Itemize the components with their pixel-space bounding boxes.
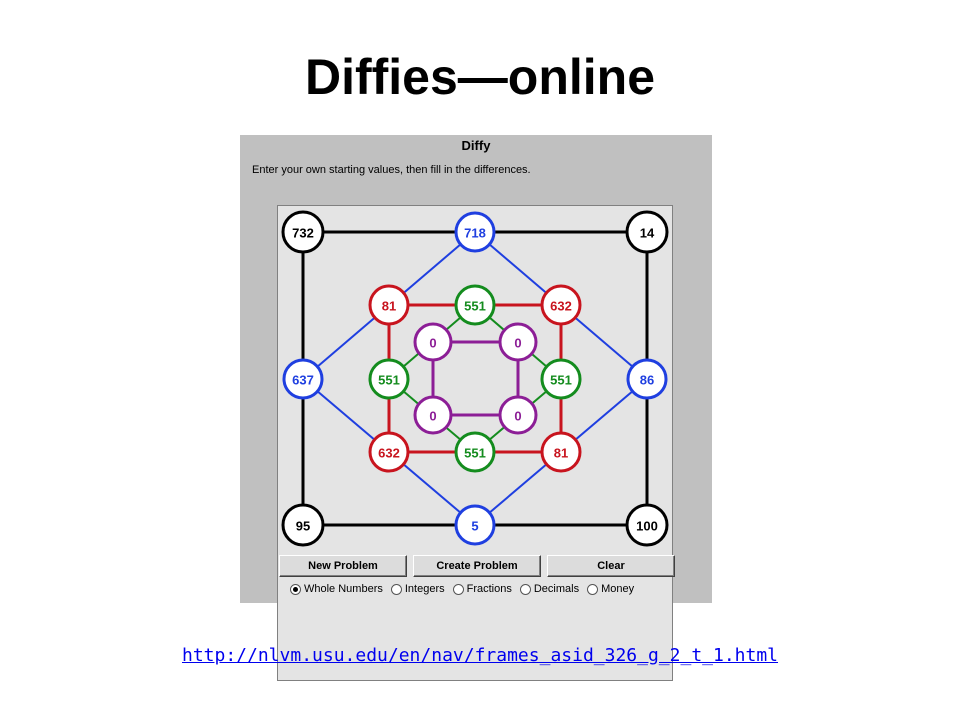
svg-text:0: 0: [514, 409, 521, 424]
svg-text:0: 0: [429, 336, 436, 351]
radio-integers[interactable]: Integers: [390, 583, 445, 595]
radio-fractions[interactable]: Fractions: [452, 583, 512, 595]
svg-text:551: 551: [550, 373, 572, 388]
applet-title: Diffy: [461, 138, 491, 153]
radio-label: Decimals: [533, 583, 580, 595]
radio-label: Whole Numbers: [304, 583, 383, 595]
node-l2-left[interactable]: 637: [282, 358, 324, 400]
node-l3-bottom-left[interactable]: 632: [368, 431, 410, 473]
diffy-applet: Diffy Enter your own starting values, th…: [240, 135, 712, 681]
radio-unselected-icon: [587, 583, 599, 595]
radio-label: Integers: [404, 583, 445, 595]
svg-text:100: 100: [636, 519, 658, 534]
node-l4-left[interactable]: 551: [368, 358, 410, 400]
radio-unselected-icon: [519, 583, 531, 595]
node-l2-right[interactable]: 86: [626, 358, 668, 400]
level4-edges: [388, 304, 562, 453]
svg-text:81: 81: [554, 446, 568, 461]
svg-text:732: 732: [292, 226, 314, 241]
node-l1-top-right[interactable]: 14: [625, 210, 669, 254]
svg-text:14: 14: [640, 226, 655, 241]
node-l3-bottom-right[interactable]: 81: [540, 431, 582, 473]
slide-title: Diffies—online: [304, 49, 656, 105]
radio-decimals[interactable]: Decimals: [519, 583, 580, 595]
node-l1-bottom-left[interactable]: 95: [281, 503, 325, 547]
svg-text:0: 0: [514, 336, 521, 351]
node-l3-top-left[interactable]: 81: [368, 284, 410, 326]
svg-text:95: 95: [296, 519, 310, 534]
svg-text:5: 5: [471, 519, 478, 534]
applet-instructions: Enter your own starting values, then fil…: [252, 164, 531, 176]
node-l5-bottom-left[interactable]: 0: [413, 395, 453, 435]
level3-edges: [387, 303, 563, 454]
new-problem-button[interactable]: New Problem: [279, 555, 407, 577]
radio-unselected-icon: [452, 583, 464, 595]
level2-edges: [302, 231, 648, 526]
node-l3-top-right[interactable]: 632: [540, 284, 582, 326]
svg-text:86: 86: [640, 373, 654, 388]
diffy-board-graphic: 732 14 100 95 718 86 5 637: [281, 210, 669, 547]
radio-whole-numbers[interactable]: Whole Numbers: [290, 583, 383, 595]
source-link[interactable]: http://nlvm.usu.edu/en/nav/frames_asid_3…: [181, 645, 779, 666]
node-l2-top[interactable]: 718: [454, 211, 496, 253]
node-l2-bottom[interactable]: 5: [454, 504, 496, 546]
svg-text:632: 632: [550, 299, 572, 314]
node-l1-top-left[interactable]: 732: [281, 210, 325, 254]
node-l4-bottom[interactable]: 551: [454, 431, 496, 473]
node-l4-top[interactable]: 551: [454, 284, 496, 326]
svg-text:0: 0: [429, 409, 436, 424]
node-l1-bottom-right[interactable]: 100: [625, 503, 669, 547]
svg-text:637: 637: [292, 373, 314, 388]
svg-text:551: 551: [378, 373, 400, 388]
svg-text:632: 632: [378, 446, 400, 461]
clear-button[interactable]: Clear: [547, 555, 675, 577]
node-l5-top-right[interactable]: 0: [498, 322, 538, 362]
level1-edges: [301, 230, 649, 527]
radio-label: Fractions: [466, 583, 512, 595]
radio-label: Money: [601, 583, 635, 595]
node-l5-bottom-right[interactable]: 0: [498, 395, 538, 435]
create-problem-button[interactable]: Create Problem: [413, 555, 541, 577]
radio-money[interactable]: Money: [587, 583, 634, 595]
radio-unselected-icon: [390, 583, 402, 595]
node-l5-top-left[interactable]: 0: [413, 322, 453, 362]
svg-text:81: 81: [382, 299, 396, 314]
svg-text:551: 551: [464, 299, 486, 314]
number-type-radio-group: Whole Numbers Integers Fractions Decimal…: [290, 583, 634, 595]
radio-selected-icon: [290, 583, 301, 595]
node-l4-right[interactable]: 551: [540, 358, 582, 400]
svg-text:718: 718: [464, 226, 486, 241]
svg-text:551: 551: [464, 446, 486, 461]
